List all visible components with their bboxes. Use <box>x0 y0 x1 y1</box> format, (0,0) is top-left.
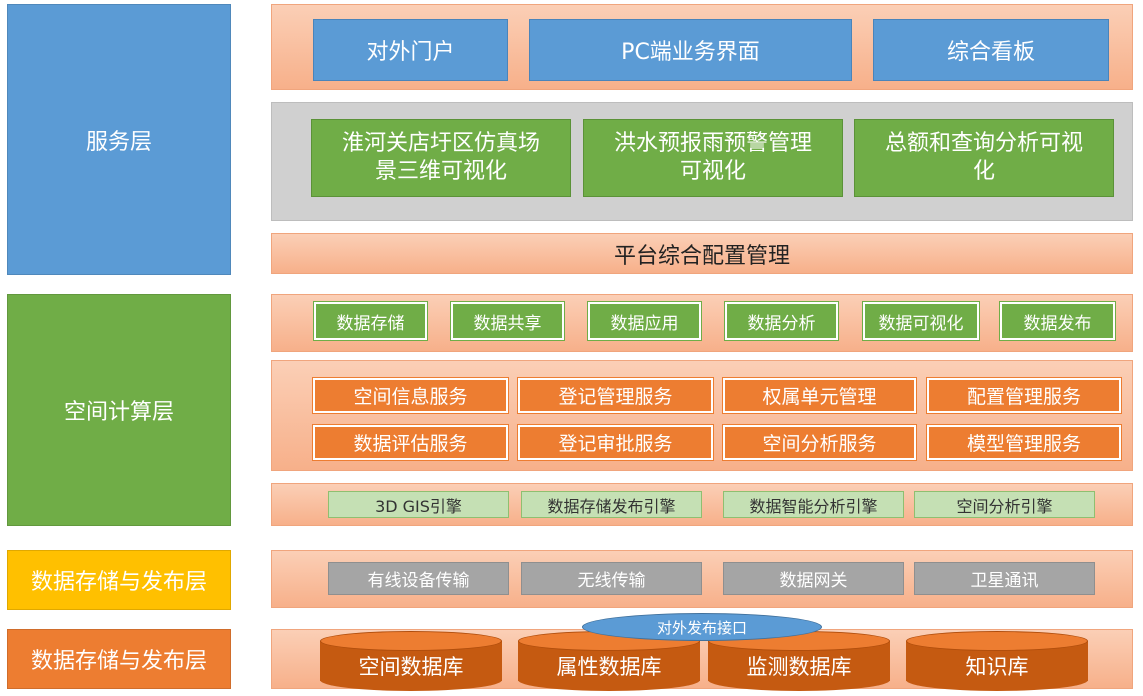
transmission-box: 卫星通讯 <box>914 562 1095 595</box>
database-label: 空间数据库 <box>358 655 464 679</box>
portal-box: 对外门户 <box>313 19 508 81</box>
database-cylinder: 知识库 <box>906 631 1088 691</box>
interface-ellipse: 对外发布接口 <box>582 613 822 641</box>
service-box: 登记审批服务 <box>517 424 714 461</box>
service-box: 空间信息服务 <box>312 377 509 414</box>
data-function-box: 数据存储 <box>313 301 428 341</box>
engine-box: 3D GIS引擎 <box>328 491 509 518</box>
storage-layer-label-orange: 数据存储与发布层 <box>7 629 231 689</box>
transmission-box: 数据网关 <box>723 562 904 595</box>
data-function-box: 数据发布 <box>999 301 1116 341</box>
database-cylinder: 属性数据库 <box>518 631 700 691</box>
data-function-box: 数据共享 <box>450 301 565 341</box>
visualization-box: 淮河关店圩区仿真场景三维可视化 <box>311 119 571 197</box>
database-label: 属性数据库 <box>556 655 662 679</box>
database-cylinder: 空间数据库 <box>320 631 502 691</box>
service-box: 模型管理服务 <box>926 424 1122 461</box>
engine-box: 空间分析引擎 <box>914 491 1095 518</box>
engine-box: 数据存储发布引擎 <box>521 491 702 518</box>
storage-layer-label-yellow: 数据存储与发布层 <box>7 550 231 610</box>
transmission-box: 有线设备传输 <box>328 562 509 595</box>
portal-box: PC端业务界面 <box>529 19 852 81</box>
service-box: 权属单元管理 <box>722 377 917 414</box>
database-cylinder: 监测数据库 <box>708 631 890 691</box>
platform-config-band: 平台综合配置管理 <box>271 233 1133 274</box>
data-function-box: 数据分析 <box>724 301 839 341</box>
service-box: 配置管理服务 <box>926 377 1122 414</box>
database-label: 知识库 <box>965 655 1029 679</box>
service-layer-label: 服务层 <box>7 4 231 275</box>
transmission-box: 无线传输 <box>521 562 702 595</box>
visualization-box: 总额和查询分析可视化 <box>854 119 1114 197</box>
database-label: 监测数据库 <box>746 655 852 679</box>
engine-box: 数据智能分析引擎 <box>723 491 904 518</box>
portal-box: 综合看板 <box>873 19 1109 81</box>
data-function-box: 数据可视化 <box>862 301 980 341</box>
service-box: 登记管理服务 <box>517 377 714 414</box>
compute-layer-label: 空间计算层 <box>7 294 231 526</box>
service-box: 数据评估服务 <box>312 424 509 461</box>
data-function-box: 数据应用 <box>587 301 702 341</box>
visualization-box: 洪水预报雨预警管理可视化 <box>583 119 843 197</box>
service-box: 空间分析服务 <box>722 424 917 461</box>
